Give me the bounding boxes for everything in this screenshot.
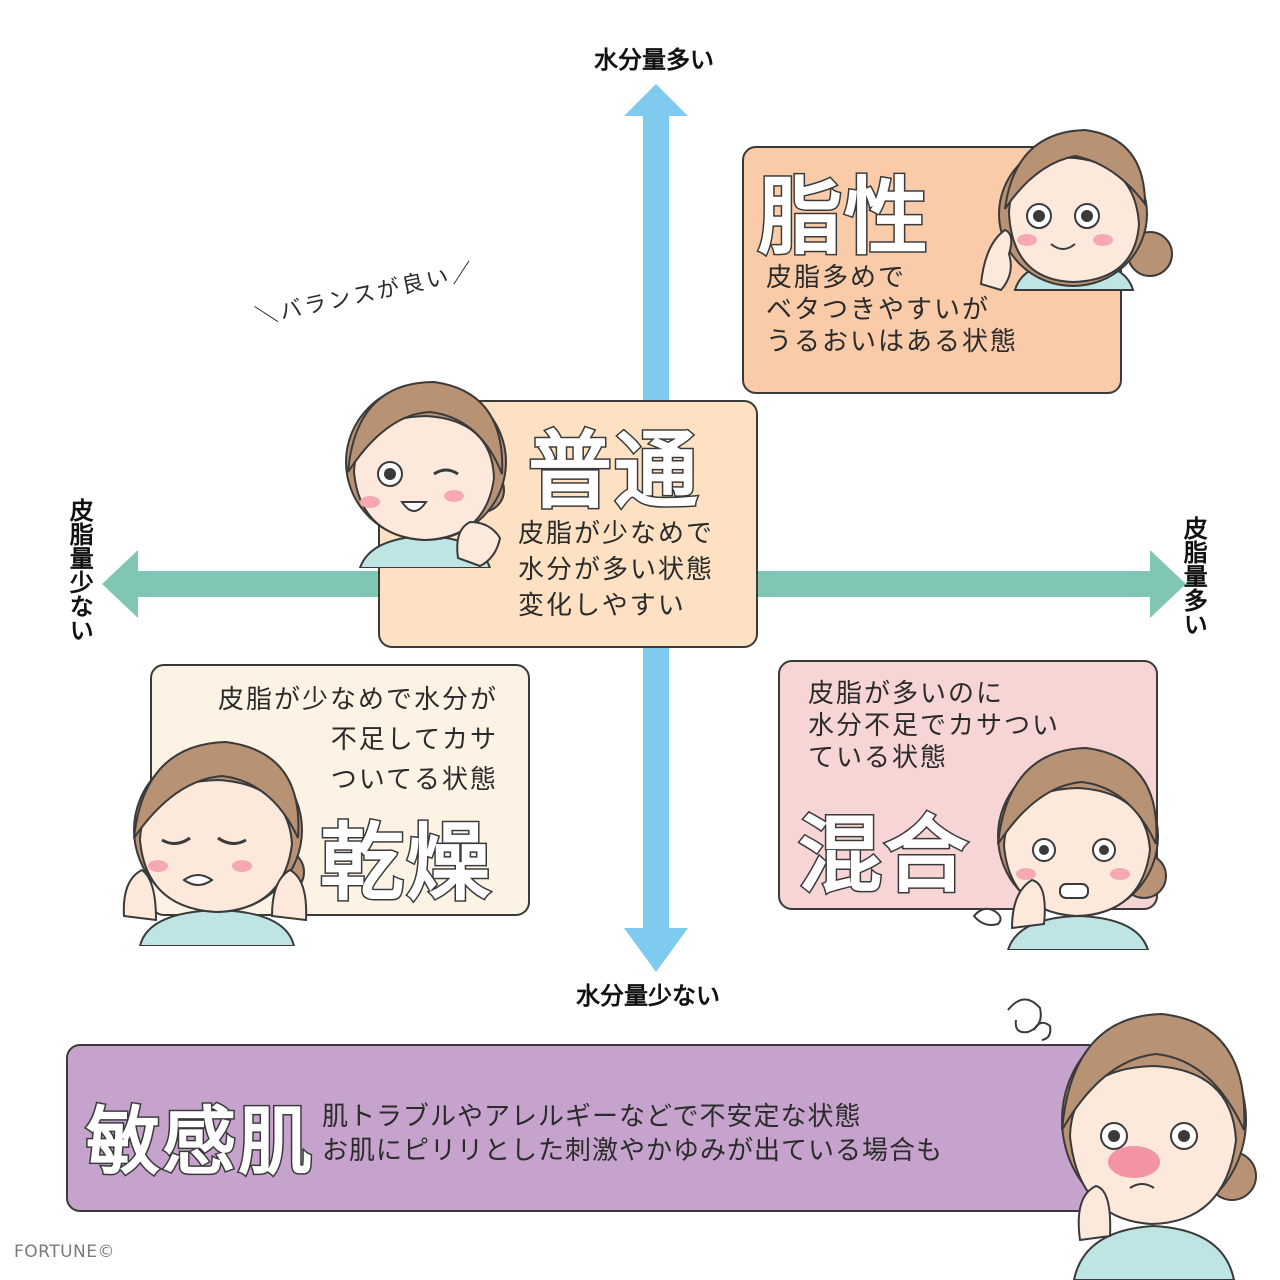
combination-skin-description: 皮脂が多いのに 水分不足でカサつい ている状態 <box>808 679 1061 773</box>
oily-skin-description: 皮脂多めで ベタつきやすいが うるおいはある状態 <box>766 263 1019 357</box>
normal-woman-illustration <box>345 380 507 568</box>
normal-skin-title: 普通 <box>526 421 701 522</box>
sensitive-skin-box <box>66 1044 1156 1212</box>
dry-woman-illustration <box>122 740 308 946</box>
copyright-footer: FORTUNE© <box>14 1242 116 1262</box>
axis-label-top: 水分量多い <box>594 46 714 74</box>
normal-skin-description: 皮脂が少なめで 水分が多い状態 変化しやすい <box>518 519 715 621</box>
combination-skin-title: 混合 <box>796 805 971 906</box>
sensitive-skin-title: 敏感肌 <box>85 1098 314 1187</box>
dry-skin-description: 皮脂が少なめで水分が 不足してカサ ついてる状態 <box>217 685 498 795</box>
axis-label-bottom: 水分量少ない <box>576 982 720 1010</box>
oily-skin-title: 脂性 <box>756 167 931 268</box>
sensitive-skin-description: 肌トラブルやアレルギーなどで不安定な状態 お肌にピリリとした刺激やかゆみが出てい… <box>322 1102 944 1166</box>
oily-woman-illustration <box>979 128 1173 292</box>
sensitive-woman-illustration <box>1007 998 1257 1280</box>
combination-woman-illustration <box>972 746 1167 950</box>
dry-skin-title: 乾燥 <box>318 813 493 914</box>
axis-label-right: 皮脂量多い <box>1179 516 1208 636</box>
axis-label-left: 皮脂量少ない <box>65 498 94 642</box>
